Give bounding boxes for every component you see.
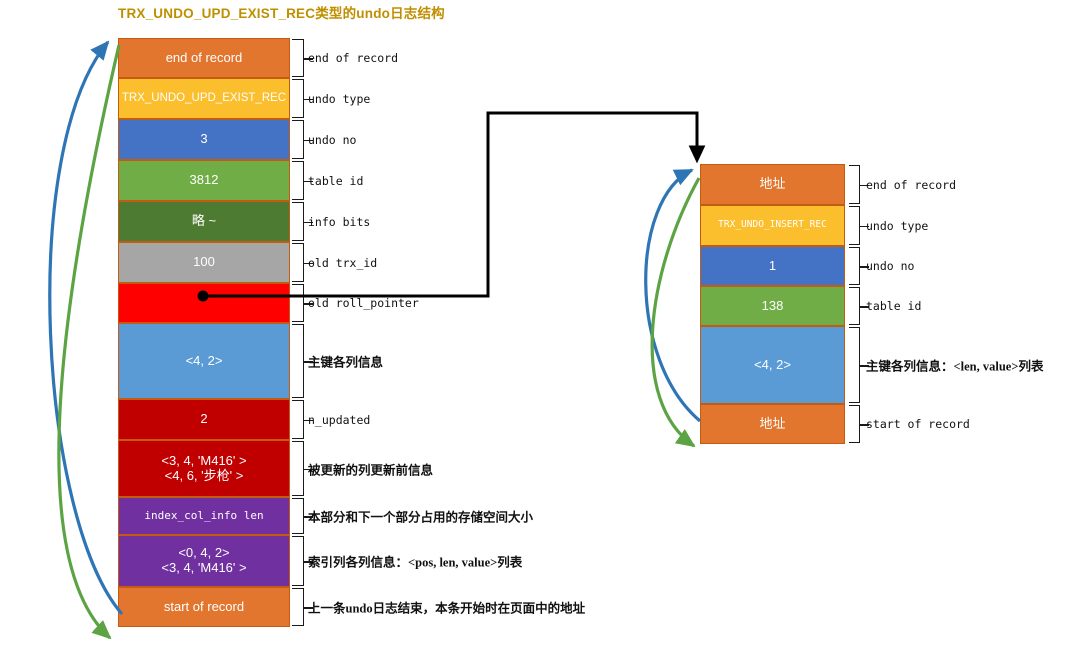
left_record-block-8-text: 2 <box>200 411 208 427</box>
left_record-block-2-text: 3 <box>200 131 208 147</box>
left_record-tick-1 <box>304 98 313 101</box>
right_record-tick-3 <box>860 306 869 308</box>
left_record-tick-12 <box>304 607 313 609</box>
left_record-label-2: undo no <box>308 132 357 147</box>
left-green-loop-arrow <box>57 44 121 640</box>
left_record-label-1: undo type <box>308 91 371 106</box>
right_record-brace-0 <box>849 165 860 204</box>
right_record-block-0: 地址 <box>700 164 845 205</box>
left_record-block-9: <3, 4, 'M416' > <4, 6, '步枪' > <box>118 440 290 497</box>
left_record-label-0: end of record <box>308 51 399 65</box>
left_record-block-12-text: start of record <box>163 598 245 614</box>
left_record-label-12: 上一条undo日志结束，本条开始时在页面中的地址 <box>308 601 586 616</box>
left_record-block-2: 3 <box>118 119 290 160</box>
left_record-brace-2 <box>292 120 304 159</box>
left_record-brace-1 <box>292 79 304 118</box>
left-blue-loop-arrow <box>48 40 124 616</box>
left_record-label-9: 被更新的列更新前信息 <box>308 463 434 477</box>
left_record-brace-12 <box>292 588 304 626</box>
left_record-block-3: 3812 <box>118 160 290 201</box>
left_record-block-9-text: <3, 4, 'M416' > <4, 6, '步枪' > <box>161 452 247 483</box>
left_record-label-6: old roll_pointer <box>308 296 419 310</box>
left_record-brace-10 <box>292 498 304 534</box>
left_record-block-4-text: 略 ~ <box>191 213 217 229</box>
right_record-tick-5 <box>860 424 869 426</box>
left_record-block-10: index_col_info len <box>118 497 290 535</box>
right_record-label-3: table id <box>866 299 922 313</box>
right_record-block-3: 138 <box>700 286 845 326</box>
left_record-label-4: info bits <box>308 214 371 229</box>
left_record-block-4: 略 ~ <box>118 201 290 242</box>
left_record-block-3-text: 3812 <box>189 172 219 188</box>
left_record-brace-6 <box>292 284 304 322</box>
left_record-label-7: 主键各列信息 <box>308 355 384 370</box>
left_record-block-12: start of record <box>118 587 290 627</box>
right_record-block-2-text: 1 <box>768 257 777 273</box>
left_record-label-3: table id <box>308 173 364 188</box>
left_record-tick-7 <box>304 361 313 363</box>
left_record-block-11: <0, 4, 2> <3, 4, 'M416' > <box>118 535 290 587</box>
left_record-label-5: old trx_id <box>308 255 378 270</box>
left_record-brace-0 <box>292 39 304 77</box>
right_record-brace-4 <box>849 327 860 403</box>
left_record-tick-6 <box>304 303 313 305</box>
left_record-block-0: end of record <box>118 38 290 78</box>
left_record-label-10: 本部分和下一个部分占用的存储空间大小 <box>308 510 534 525</box>
left_record-tick-0 <box>304 58 313 60</box>
right-green-loop-arrow <box>650 177 701 448</box>
left_record-block-1-text: TRX_UNDO_UPD_EXIST_REC <box>121 91 287 104</box>
left_record-block-6 <box>118 283 290 323</box>
page-title: TRX_UNDO_UPD_EXIST_REC类型的undo日志结构 <box>118 6 445 21</box>
right_record-brace-3 <box>849 287 860 325</box>
left_record-block-0-text: end of record <box>165 49 243 65</box>
right_record-brace-2 <box>849 247 860 285</box>
left_record-brace-7 <box>292 324 304 398</box>
right_record-label-2: undo no <box>866 259 915 273</box>
left_record-brace-4 <box>292 202 304 241</box>
left_record-tick-10 <box>304 516 313 518</box>
right_record-block-4-text: <4, 2> <box>754 356 791 372</box>
right_record-block-1-text: TRX_UNDO_INSERT_REC <box>718 219 827 231</box>
left_record-brace-3 <box>292 161 304 200</box>
left_record-tick-11 <box>304 561 313 563</box>
right_record-block-3-text: 138 <box>761 297 784 313</box>
right_record-block-4: <4, 2> <box>700 326 845 404</box>
left_record-tick-8 <box>304 419 313 422</box>
right_record-label-1: undo type <box>866 218 929 233</box>
right_record-tick-4 <box>860 365 869 367</box>
left_record-brace-5 <box>292 243 304 282</box>
right_record-tick-0 <box>860 184 869 187</box>
left_record-brace-9 <box>292 441 304 496</box>
left_record-block-11-text: <0, 4, 2> <3, 4, 'M416' > <box>161 545 247 575</box>
right-blue-loop-arrow <box>644 168 702 423</box>
left_record-block-10-text: index_col_info len <box>144 508 264 522</box>
right_record-block-1: TRX_UNDO_INSERT_REC <box>700 205 845 246</box>
right_record-label-5: start of record <box>866 417 970 431</box>
left_record-block-1: TRX_UNDO_UPD_EXIST_REC <box>118 78 290 119</box>
left_record-label-8: n_updated <box>308 412 371 427</box>
left_record-block-5-text: 100 <box>193 254 215 270</box>
right_record-block-0-text: 地址 <box>759 176 786 192</box>
right_record-tick-2 <box>860 266 869 268</box>
left_record-block-7-text: <4, 2> <box>185 352 223 368</box>
left_record-block-7: <4, 2> <box>118 323 290 399</box>
right_record-block-5: 地址 <box>700 404 845 444</box>
right_record-block-2: 1 <box>700 246 845 286</box>
left_record-brace-8 <box>292 400 304 439</box>
right_record-block-5-text: 地址 <box>759 415 786 431</box>
right_record-label-4: 主键各列信息：<len, value>列表 <box>866 359 1044 374</box>
left_record-block-8: 2 <box>118 399 290 440</box>
right_record-brace-5 <box>849 405 860 443</box>
right_record-label-0: end of record <box>866 177 957 192</box>
left_record-brace-11 <box>292 536 304 586</box>
left_record-tick-9 <box>304 468 313 471</box>
left_record-label-11: 索引列各列信息：<pos, len, value>列表 <box>308 555 523 570</box>
right_record-brace-1 <box>849 206 860 245</box>
left_record-block-5: 100 <box>118 242 290 283</box>
right_record-tick-1 <box>860 225 869 228</box>
